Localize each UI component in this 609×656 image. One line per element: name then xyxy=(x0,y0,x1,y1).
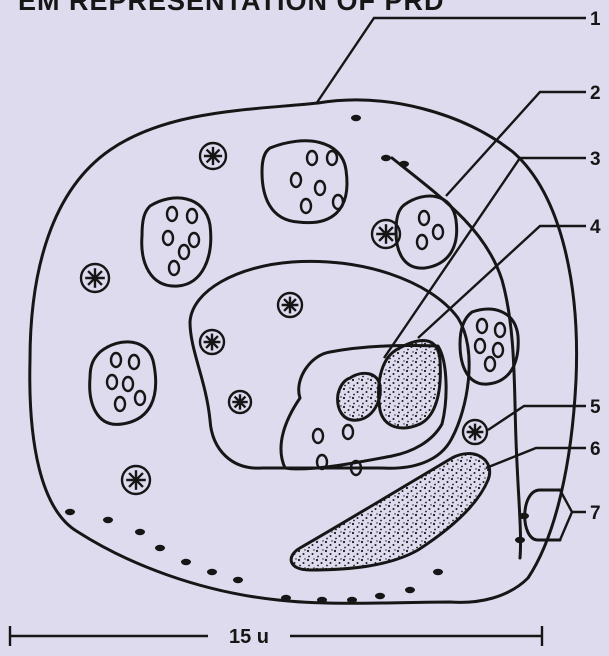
vesicle xyxy=(123,377,133,391)
membrane-granule xyxy=(381,155,391,161)
membrane-granule xyxy=(281,595,291,601)
vesicle xyxy=(189,233,199,247)
vesicle xyxy=(111,353,121,367)
leader-line-3 xyxy=(384,158,586,358)
membrane-granule xyxy=(375,593,385,599)
vesicle xyxy=(169,261,179,275)
scale-bar: 15 u xyxy=(10,626,542,648)
vesicle xyxy=(493,343,503,357)
callout-7: 7 xyxy=(590,503,601,524)
vesicle xyxy=(315,181,325,195)
vesicle xyxy=(477,319,487,333)
vesicle xyxy=(135,391,145,405)
membrane-granule xyxy=(103,517,113,523)
vesicle xyxy=(343,425,353,439)
membrane-granule xyxy=(155,545,165,551)
vesicle xyxy=(179,245,189,259)
membrane-granule xyxy=(433,569,443,575)
centriole-body xyxy=(372,220,400,248)
vesicle xyxy=(313,429,323,443)
membrane-granule xyxy=(347,597,357,603)
leader-line-2 xyxy=(446,92,586,196)
vesicle xyxy=(475,339,485,353)
callout-2: 2 xyxy=(590,83,601,104)
vesicle xyxy=(187,209,197,223)
leader-line-6 xyxy=(486,448,586,468)
membrane-granule xyxy=(519,513,529,519)
vesicle-cluster xyxy=(396,196,457,268)
centriole-body xyxy=(229,391,251,413)
vesicle xyxy=(107,375,117,389)
membrane-granule xyxy=(65,509,75,515)
vesicle xyxy=(163,231,173,245)
vesicle xyxy=(433,225,443,239)
membrane-granule xyxy=(399,161,409,167)
vesicle xyxy=(495,323,505,337)
membrane-granule xyxy=(135,529,145,535)
vesicle xyxy=(167,207,177,221)
scale-bar-label: 15 u xyxy=(229,626,269,648)
vesicle xyxy=(129,355,139,369)
callout-3: 3 xyxy=(590,149,601,170)
callout-6: 6 xyxy=(590,439,601,460)
vesicle xyxy=(307,151,317,165)
callout-4: 4 xyxy=(590,217,601,238)
vesicle xyxy=(485,357,495,371)
cell-membrane xyxy=(30,100,577,603)
callout-1: 1 xyxy=(590,9,601,30)
membrane-granule xyxy=(405,587,415,593)
membrane-granule xyxy=(207,569,217,575)
leader-line-7 xyxy=(560,490,586,540)
centriole-body xyxy=(463,420,487,444)
vesicle xyxy=(327,151,337,165)
membrane-granule xyxy=(351,115,361,121)
centriole-body xyxy=(278,293,302,317)
vesicle xyxy=(115,397,125,411)
centriole-body xyxy=(200,143,226,169)
membrane-granule xyxy=(181,559,191,565)
membrane-granule xyxy=(515,537,525,543)
vesicle xyxy=(419,211,429,225)
centriole-body xyxy=(200,330,224,354)
callout-5: 5 xyxy=(590,397,601,418)
membrane-granule xyxy=(233,577,243,583)
vesicle xyxy=(291,173,301,187)
granular-body-small xyxy=(338,373,381,420)
granular-body-crescent xyxy=(291,454,490,570)
vesicle xyxy=(301,199,311,213)
membrane-granule xyxy=(317,597,327,603)
centriole-body xyxy=(81,264,109,292)
vesicle xyxy=(417,235,427,249)
vesicle xyxy=(333,195,343,209)
centriole-body xyxy=(122,466,150,494)
